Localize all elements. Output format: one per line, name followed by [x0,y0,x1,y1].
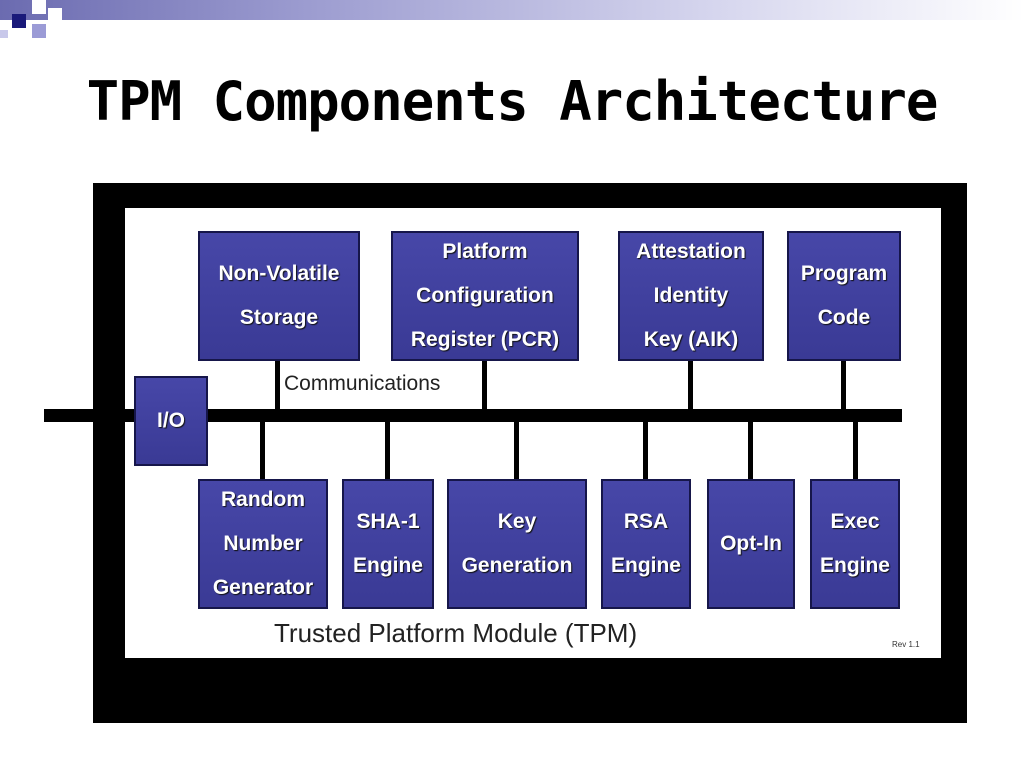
decor-square [12,14,26,28]
decor-square [56,34,70,48]
header-gradient-bar [0,0,1024,20]
connector-line [841,360,846,412]
communications-bus [44,409,902,422]
block-io: I/O [134,376,208,466]
revision-label: Rev 1.1 [892,640,920,649]
block-opt-in: Opt-In [707,479,795,609]
block-aik: Attestation Identity Key (AIK) [618,231,764,361]
block-program-code: Program Code [787,231,901,361]
slide-title: TPM Components Architecture [86,70,939,133]
block-exec-engine: Exec Engine [810,479,900,609]
connector-line [260,420,265,482]
connector-line [853,420,858,482]
connector-line [385,420,390,482]
block-rsa-engine: RSA Engine [601,479,691,609]
block-key-generation: Key Generation [447,479,587,609]
decor-square [32,0,46,14]
connector-line [275,360,280,412]
connector-line [643,420,648,482]
block-non-volatile-storage: Non-Volatile Storage [198,231,360,361]
connector-line [482,360,487,412]
connector-line [748,420,753,482]
block-random-number-generator: Random Number Generator [198,479,328,609]
block-pcr: Platform Configuration Register (PCR) [391,231,579,361]
bus-label: Communications [284,372,441,395]
decor-square [32,24,46,38]
module-label: Trusted Platform Module (TPM) [274,618,638,648]
connector-line [688,360,693,412]
block-sha1-engine: SHA-1 Engine [342,479,434,609]
decor-square [48,8,62,22]
decor-square [0,30,8,38]
connector-line [514,420,519,482]
